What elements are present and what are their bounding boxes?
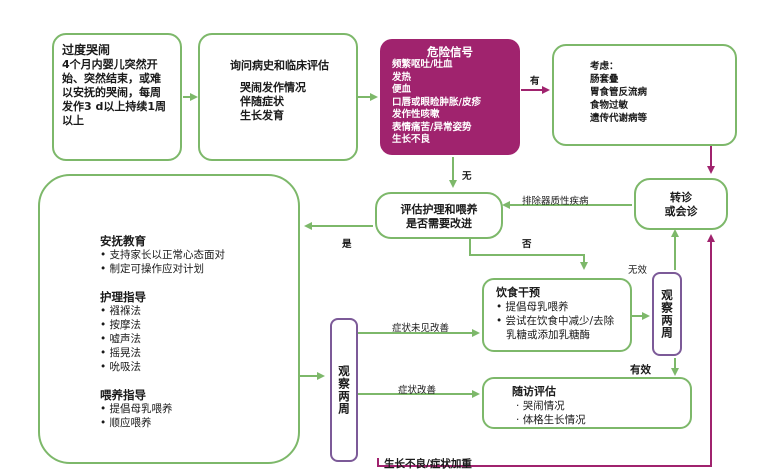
excessive-crying-line-2: 始、突然结束，或难 xyxy=(62,72,161,85)
observe-center-box: 观察两周 xyxy=(330,318,358,462)
danger-line-2: 发热 xyxy=(392,71,412,83)
history-line-3: 生长发育 xyxy=(240,109,284,122)
danger-line-1: 频繁呕吐/吐血 xyxy=(392,59,453,70)
observe-right-box: 观察两周 xyxy=(652,272,682,356)
follow-box: 随访评估 哭闹情况 体格生长情况 xyxy=(482,377,692,429)
history-line-1: 哭闹发作情况 xyxy=(240,81,306,94)
education-item-2-1: 襁褓法 xyxy=(100,304,298,318)
history-box: 询问病史和临床评估 哭闹发作情况 伴随症状 生长发育 xyxy=(198,33,358,161)
label-worse: 生长不良/症状加重 xyxy=(384,458,472,470)
arrow-evaluate-to-diet xyxy=(469,239,588,270)
consider-line-2: 胃食管反流病 xyxy=(590,87,648,98)
education-heading-1: 安抚教育 xyxy=(100,234,146,248)
follow-item-1: 哭闹情况 xyxy=(516,399,690,413)
referral-box: 转诊 或会诊 xyxy=(634,178,728,230)
consider-title: 考虑： xyxy=(590,61,619,72)
excessive-crying-line-4: 发作3 d以上持续1周 xyxy=(62,100,167,113)
education-item-2-4: 摇晃法 xyxy=(100,346,298,360)
label-yes-top: 有 xyxy=(530,76,540,87)
education-item-2-5: 吮吸法 xyxy=(100,360,298,374)
danger-line-4: 口唇或眼睑肿胀/皮疹 xyxy=(392,96,481,108)
observe-center-text: 观察两周 xyxy=(337,365,351,415)
education-item-3-2: 顺应喂养 xyxy=(100,416,298,430)
consider-line-1: 肠套叠 xyxy=(590,74,619,85)
evaluate-title: 评估护理和喂养 xyxy=(400,203,478,216)
history-line-2: 伴随症状 xyxy=(240,95,284,108)
label-ineffective: 无效 xyxy=(628,265,648,276)
danger-line-6: 表情痛苦/异常姿势 xyxy=(392,121,472,133)
danger-line-3: 便血 xyxy=(392,84,412,95)
diet-item-3: 乳糖或添加乳糖酶 xyxy=(506,329,590,341)
danger-line-7: 生长不良 xyxy=(392,134,431,145)
education-item-1-1: 支持家长以正常心态面对 xyxy=(100,248,298,262)
label-improved: 症状改善 xyxy=(398,385,437,396)
diet-title: 饮食干预 xyxy=(496,286,540,299)
excessive-crying-line-1: 4个月内婴儿突然开 xyxy=(62,58,158,71)
excessive-crying-line-3: 以安抚的哭闹，每周 xyxy=(62,86,161,99)
label-no-down: 无 xyxy=(462,171,472,182)
history-title: 询问病史和临床评估 xyxy=(230,59,329,72)
observe-right-text: 观察两周 xyxy=(660,289,674,339)
education-item-3-1: 提倡母乳喂养 xyxy=(100,402,298,416)
education-item-1-2: 制定可操作应对计划 xyxy=(100,262,298,276)
label-not-improved: 症状未见改善 xyxy=(392,323,450,334)
education-item-2-3: 嘘声法 xyxy=(100,332,298,346)
excessive-crying-line-5: 以上 xyxy=(62,114,84,127)
follow-item-2: 体格生长情况 xyxy=(516,413,690,427)
diet-box: 饮食干预 提倡母乳喂养 尝试在饮食中减少/去除 乳糖或添加乳糖酶 xyxy=(482,278,632,352)
label-exclude: 排除器质性疾病 xyxy=(522,196,589,207)
diet-item-1: 提倡母乳喂养 xyxy=(496,300,630,314)
education-heading-2: 护理指导 xyxy=(100,290,146,304)
follow-title: 随访评估 xyxy=(512,385,556,398)
label-effective: 有效 xyxy=(630,364,651,376)
education-box: 安抚教育 支持家长以正常心态面对 制定可操作应对计划 护理指导 襁褓法 按摩法 … xyxy=(38,174,300,464)
diet-item-2: 尝试在饮食中减少/去除 xyxy=(496,314,630,328)
label-yes-left: 是 xyxy=(342,239,352,250)
referral-title: 转诊 xyxy=(670,191,692,204)
label-no-right: 否 xyxy=(522,239,532,250)
danger-line-5: 发作性咳嗽 xyxy=(392,109,440,120)
referral-title-2: 或会诊 xyxy=(664,205,698,218)
excessive-crying-box: 过度哭闹 4个月内婴儿突然开 始、突然结束，或难 以安抚的哭闹，每周 发作3 d… xyxy=(52,33,182,161)
evaluate-box: 评估护理和喂养 是否需要改进 xyxy=(375,192,503,239)
arrow-worse-to-referral xyxy=(377,234,715,467)
education-heading-3: 喂养指导 xyxy=(100,388,146,402)
consider-line-3: 食物过敏 xyxy=(590,100,629,111)
evaluate-title-2: 是否需要改进 xyxy=(406,217,472,230)
consider-box: 考虑： 肠套叠 胃食管反流病 食物过敏 遗传代谢病等 xyxy=(552,44,737,146)
danger-signals-box: 危险信号 频繁呕吐/吐血 发热 便血 口唇或眼睑肿胀/皮疹 发作性咳嗽 表情痛苦… xyxy=(380,39,520,155)
education-item-2-2: 按摩法 xyxy=(100,318,298,332)
excessive-crying-title: 过度哭闹 xyxy=(62,43,111,57)
danger-title: 危险信号 xyxy=(427,45,473,59)
consider-line-4: 遗传代谢病等 xyxy=(590,113,648,124)
